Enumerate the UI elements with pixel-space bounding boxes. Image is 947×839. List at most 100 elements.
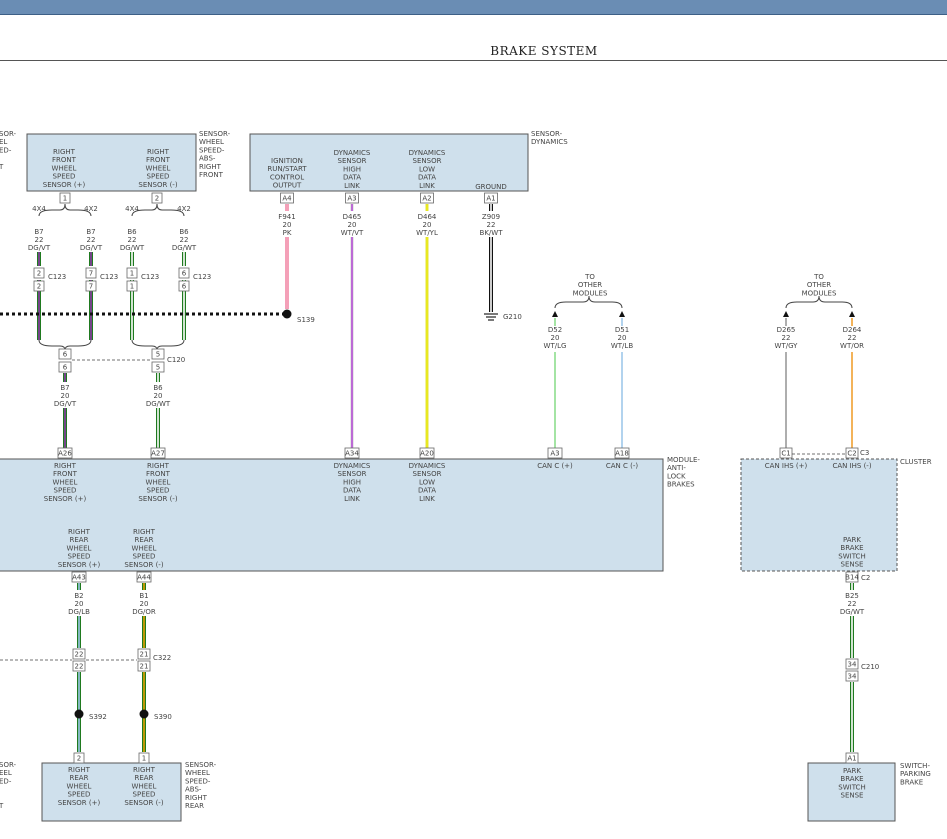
c120-pin-lower-2 — [151, 361, 165, 373]
splice-s392 — [74, 709, 84, 719]
abs-pin-A26-label: WHEEL — [53, 478, 78, 486]
dyn-pin-a4-label: IGNITION — [271, 157, 303, 165]
front-branch-1-circuit: B7 — [86, 228, 95, 236]
wf-pin1-label: RIGHT — [53, 148, 76, 156]
splice-s139-label: S139 — [297, 316, 315, 324]
c123-pin-lower-3 — [178, 280, 190, 292]
dyn-wire-2-color: WT/YL — [416, 229, 438, 237]
can-ihs-to-other-modules: TO — [813, 273, 824, 281]
title-rule — [0, 60, 947, 61]
dyn-pin-a3-label: SENSOR — [338, 157, 367, 165]
module-wheel-speed-rear — [41, 762, 182, 822]
c123-pin-upper-1 — [85, 267, 97, 279]
front-branch-2-circuit: B6 — [127, 228, 137, 236]
wf-pin1-label: SENSOR (+) — [43, 181, 86, 189]
dyn-pin-A1 — [484, 192, 498, 204]
c123-pin-upper-1-label: 7 — [89, 270, 93, 278]
abs-pin-A43-label: SENSOR (+) — [58, 561, 101, 569]
c210-pin-lower — [845, 670, 859, 682]
wire-d51-circuit: D51 — [615, 326, 629, 334]
c120-pin-upper-1 — [58, 348, 72, 360]
abs-pin-A44-label: REAR — [135, 536, 154, 544]
wire-b2-gauge: 20 — [75, 600, 84, 608]
c120-pin-upper-2 — [151, 348, 165, 360]
dyn-pin-a3-label: HIGH — [343, 165, 361, 173]
abs-pin-A26-label: SPEED — [54, 487, 77, 495]
cluster-pin-C1-label: C1 — [781, 450, 790, 458]
split-label-3: 4X2 — [177, 205, 191, 213]
module-anti-lock-brakes — [0, 458, 664, 572]
cluster-park-brake-label: SWITCH — [838, 552, 865, 560]
dyn-pin-A3-label: A3 — [347, 195, 356, 203]
abs-pin-A3-label: CAN C (+) — [537, 462, 573, 470]
can-c-to-other-modules: MODULES — [573, 289, 608, 297]
abs-pin-A27-label: SPEED — [147, 487, 170, 495]
abs-pin-A26-label: RIGHT — [54, 462, 77, 470]
wf-pin-2 — [151, 192, 163, 204]
abs-pin-A44-label: A44 — [137, 574, 151, 582]
dyn-pin-a3-label: LINK — [344, 182, 360, 190]
cluster-park-brake-label: PARK — [843, 536, 861, 544]
wire-b7-20-color: DG/VT — [54, 400, 77, 408]
c123-pin-upper-0 — [33, 267, 45, 279]
cluster-connector-c3: C3 — [860, 449, 869, 457]
wire-b7-20-circuit: B7 — [60, 384, 69, 392]
module-wheel-rear-name: ABS- — [185, 786, 202, 794]
module-left-cut-rear: SOR- — [0, 761, 17, 769]
front-branch-3-color: DG/WT — [172, 244, 197, 252]
wr-pin1-label: SENSOR (-) — [124, 799, 163, 807]
dyn-pin-a2-label: DATA — [418, 174, 436, 182]
module-sensor-dynamics — [249, 133, 529, 192]
abs-pin-A43-label: RIGHT — [68, 528, 91, 536]
can-ihs-to-other-modules: OTHER — [807, 281, 831, 289]
front-bracket-1 — [38, 203, 92, 217]
c210-pin-upper — [845, 658, 859, 670]
wr-pin-1-label: 1 — [142, 755, 146, 763]
module-abs-name: LOCK — [667, 472, 686, 480]
can-c-arrow-2 — [619, 311, 625, 317]
c120-label: C120 — [167, 356, 185, 364]
abs-pin-A44-label: WHEEL — [132, 544, 157, 552]
c120-pin-upper-2-label: 5 — [156, 351, 160, 359]
dyn-pin-A2 — [420, 192, 434, 204]
c210-label: C210 — [861, 663, 879, 671]
cluster-park-brake-label: SENSE — [841, 561, 864, 569]
abs-pin-A18-label: CAN C (-) — [606, 462, 639, 470]
dyn-pin-a4-label: CONTROL — [270, 173, 304, 181]
front-branch-0-circuit: B7 — [34, 228, 43, 236]
wire-b2-circuit: B2 — [74, 592, 83, 600]
c120-pin-upper-1-label: 6 — [63, 351, 68, 359]
dyn-wire-3-circuit: Z909 — [482, 213, 500, 221]
abs-pin-A27-label: A27 — [151, 450, 165, 458]
splice-s139 — [282, 309, 292, 319]
c123-pin-lower-0-label: 2 — [37, 283, 41, 291]
abs-pin-A20-label: DATA — [418, 487, 436, 495]
dyn-pin-A2-label: A2 — [422, 195, 431, 203]
module-left-cut-name: T — [0, 163, 4, 171]
module-left-cut-name: SOR- — [0, 130, 17, 138]
abs-pin-A18-label: A18 — [615, 450, 629, 458]
c322-pin-lower-1 — [72, 660, 86, 672]
module-dynamics-name: SENSOR- — [531, 130, 563, 138]
split-label-2: 4X4 — [125, 205, 139, 213]
cluster-pin-C1-label: CAN IHS (+) — [765, 462, 808, 470]
module-wheel-rear-name: WHEEL — [185, 769, 210, 777]
wf-pin1-label: FRONT — [52, 156, 77, 164]
wr-pin-2-label: 2 — [77, 755, 81, 763]
wf-pin2-label: RIGHT — [147, 148, 170, 156]
dyn-wire-3-color: BK/WT — [480, 229, 504, 237]
wf-pin2-label: FRONT — [146, 156, 171, 164]
wr-pin2-label: SENSOR (+) — [58, 799, 101, 807]
module-cluster-name: CLUSTER — [900, 458, 932, 466]
c322-pin-lower-2-label: 21 — [140, 663, 149, 671]
wire-d264-circuit: D264 — [843, 326, 862, 334]
abs-pin-A44-label: RIGHT — [133, 528, 156, 536]
module-park-brake-switch — [807, 762, 896, 822]
wf-pin-1-label: 1 — [63, 195, 67, 203]
wire-b1-color: DG/OR — [132, 608, 156, 616]
module-wheel-front-name: ABS- — [199, 155, 216, 163]
park-switch-label: BRAKE — [840, 775, 863, 783]
front-branch-3-circuit: B6 — [179, 228, 189, 236]
abs-pin-A26-label: SENSOR (+) — [44, 495, 87, 503]
